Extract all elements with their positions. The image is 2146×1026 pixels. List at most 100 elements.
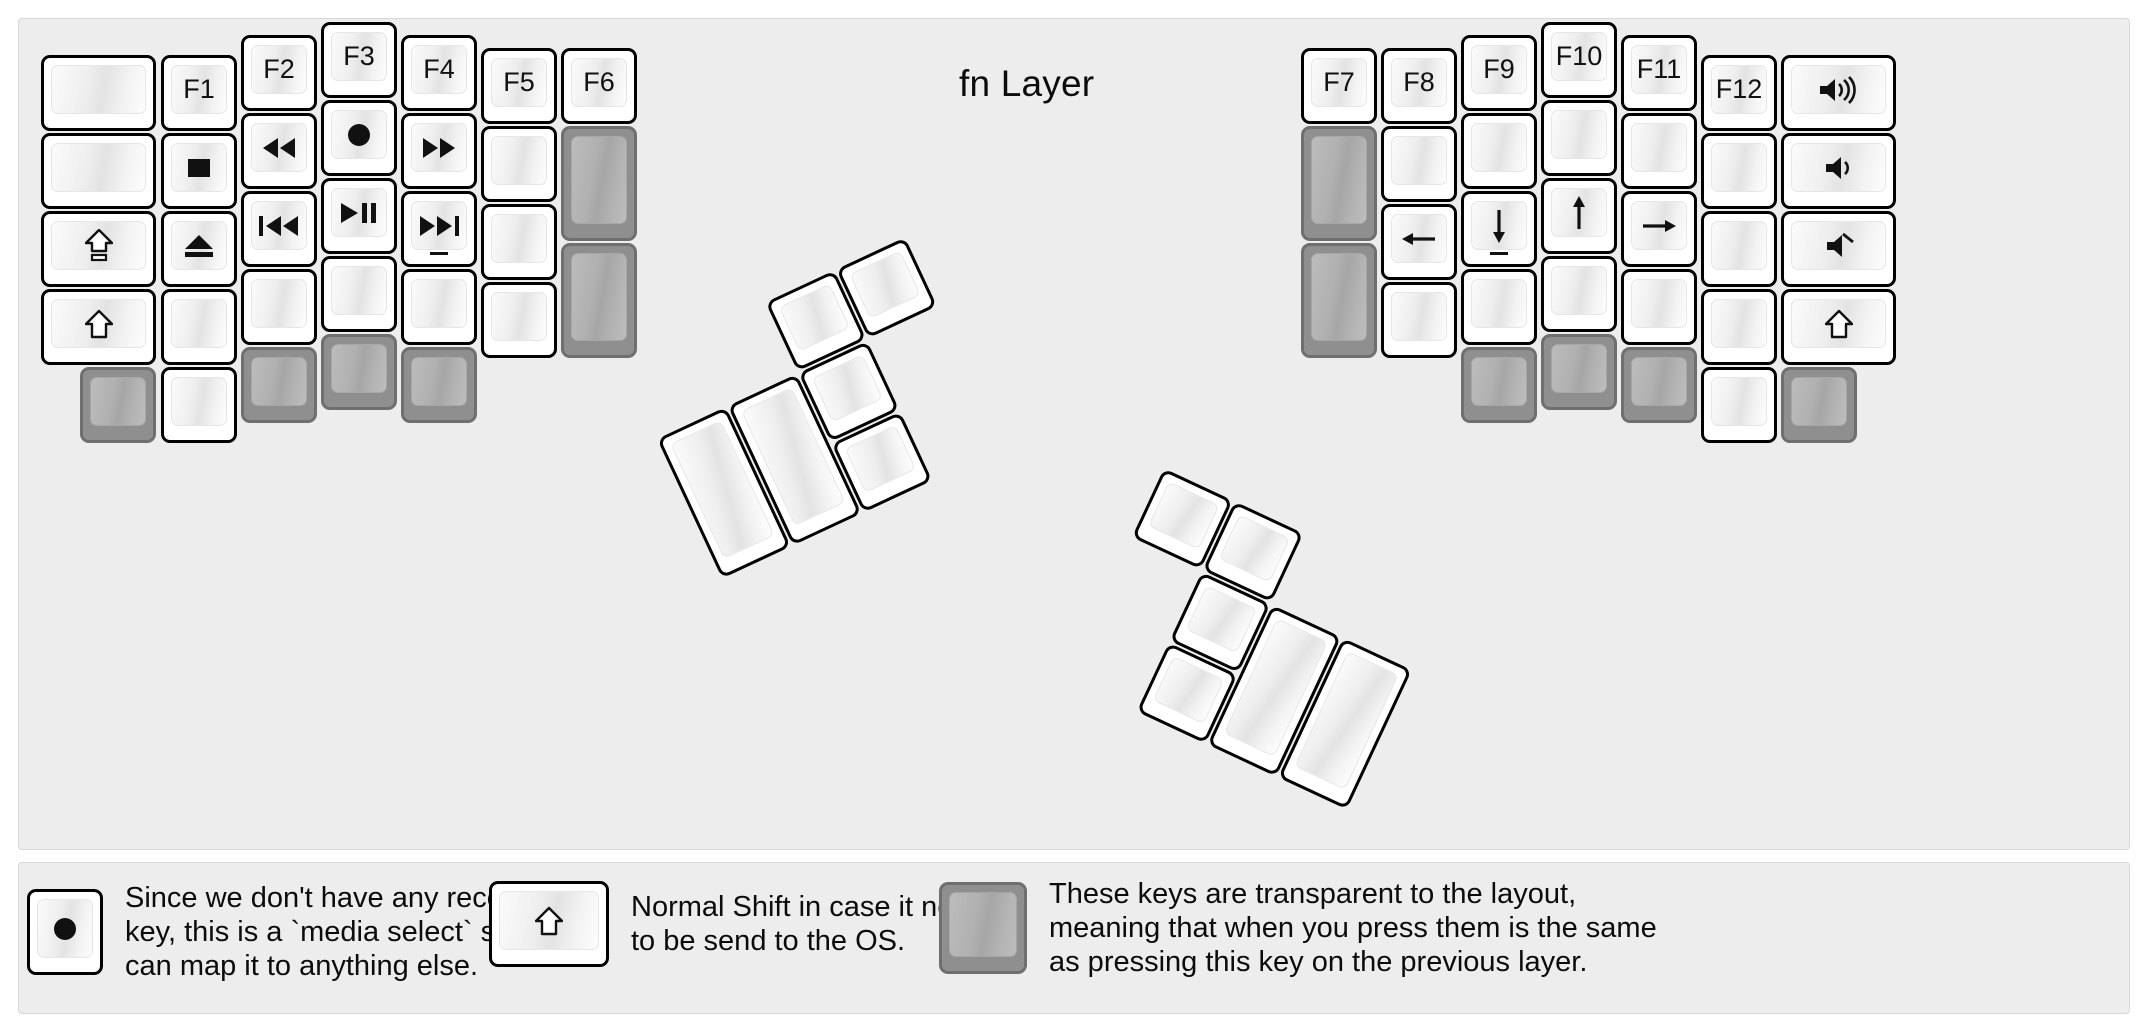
keycap-face [51,299,146,348]
keycap-underline-marker [1490,252,1508,255]
key-transparent[interactable] [1781,367,1857,443]
key-f6[interactable]: F6 [561,48,637,124]
keycap-face [171,221,227,270]
key-blank[interactable] [1381,126,1457,202]
key-blank[interactable] [41,55,156,131]
key-blank[interactable] [401,269,477,345]
keycap-label: F7 [1323,67,1355,97]
key-blank[interactable] [1461,113,1537,189]
keycap-face [1311,136,1367,224]
key-transparent[interactable] [561,243,637,358]
keycap-face [251,357,307,406]
keycap-face [491,136,547,185]
key-blank[interactable] [1701,289,1777,365]
key-blank[interactable] [321,256,397,332]
keycap-face [1185,585,1258,654]
key-blank[interactable] [41,133,156,209]
key-arrow-right[interactable] [1621,191,1697,267]
keycap-face: F5 [491,58,547,107]
key-blank[interactable] [1621,269,1697,345]
keycap-face [331,110,387,159]
key-caps-lock[interactable] [41,211,156,287]
key-volume-mute[interactable] [1781,211,1896,287]
key-f1[interactable]: F1 [161,55,237,131]
keycap-face [1551,188,1607,237]
key-blank[interactable] [1461,269,1537,345]
keycap-face [1631,201,1687,250]
key-blank[interactable] [481,204,557,280]
key-blank[interactable] [481,282,557,358]
key-media-prev-track[interactable] [241,191,317,267]
key-f10[interactable]: F10 [1541,22,1617,98]
keycap-face [251,123,307,172]
keycap-face [37,899,93,959]
key-f9[interactable]: F9 [1461,35,1537,111]
key-arrow-down[interactable] [1461,191,1537,267]
keycap-face: F10 [1551,32,1607,81]
key-blank[interactable] [1381,282,1457,358]
key-f12[interactable]: F12 [1701,55,1777,131]
keycap-face [1391,292,1447,341]
keycap-label: F12 [1715,74,1763,104]
keycap-face [571,136,627,224]
key-shift[interactable] [41,289,156,365]
key-f7[interactable]: F7 [1301,48,1377,124]
keycap-face [491,292,547,341]
key-media-record[interactable] [321,100,397,176]
keycap-face [331,266,387,315]
key-blank[interactable] [161,289,237,365]
key-arrow-up[interactable] [1541,178,1617,254]
key-f11[interactable]: F11 [1621,35,1697,111]
key-transparent[interactable] [80,367,156,443]
key-transparent[interactable] [321,334,397,410]
key-media-play-pause[interactable] [321,178,397,254]
key-blank[interactable] [1621,113,1697,189]
key-blank[interactable] [1701,211,1777,287]
key-volume-up[interactable] [1781,55,1896,131]
key-arrow-left[interactable] [1381,204,1457,280]
key-blank[interactable] [1701,367,1777,443]
key-blank[interactable] [161,367,237,443]
keycap-face [849,250,921,319]
key-media-fast-forward[interactable] [401,113,477,189]
key-media-eject[interactable] [161,211,237,287]
key-transparent[interactable] [561,126,637,241]
key-transparent[interactable] [1621,347,1697,423]
keycap-label: F8 [1403,67,1435,97]
key-blank[interactable] [241,269,317,345]
key-f2[interactable]: F2 [241,35,317,111]
key-shift[interactable] [1781,289,1896,365]
key-media-rewind[interactable] [241,113,317,189]
media-fast-forward-icon [420,136,458,160]
key-f4[interactable]: F4 [401,35,477,111]
key-volume-down[interactable] [1781,133,1896,209]
key-blank[interactable] [1701,133,1777,209]
key-transparent[interactable] [1301,243,1377,358]
key-blank[interactable] [481,126,557,202]
keycap-face [778,283,851,352]
keycap-face [949,892,1017,958]
keycap-label: F11 [1636,54,1682,84]
keycap-face: F9 [1471,45,1527,94]
media-record-icon [52,916,78,942]
key-blank[interactable] [1541,256,1617,332]
key-transparent[interactable] [241,347,317,423]
keycap-face [1551,266,1607,315]
key-blank[interactable] [1541,100,1617,176]
key-f5[interactable]: F5 [481,48,557,124]
key-f8[interactable]: F8 [1381,48,1457,124]
keycap-face: F8 [1391,58,1447,107]
key-media-stop[interactable] [161,133,237,209]
keycap-face [1791,299,1886,348]
media-play-pause-icon [339,201,379,225]
legend-text-3: These keys are transparent to the layout… [1049,878,1657,979]
key-transparent[interactable] [1541,334,1617,410]
legend-sample-key-3 [939,882,1027,975]
key-transparent[interactable] [1301,126,1377,241]
key-media-next-track[interactable] [401,191,477,267]
key-transparent[interactable] [401,347,477,423]
key-transparent[interactable] [1461,347,1537,423]
key-f3[interactable]: F3 [321,22,397,98]
keycap-face [1631,123,1687,172]
